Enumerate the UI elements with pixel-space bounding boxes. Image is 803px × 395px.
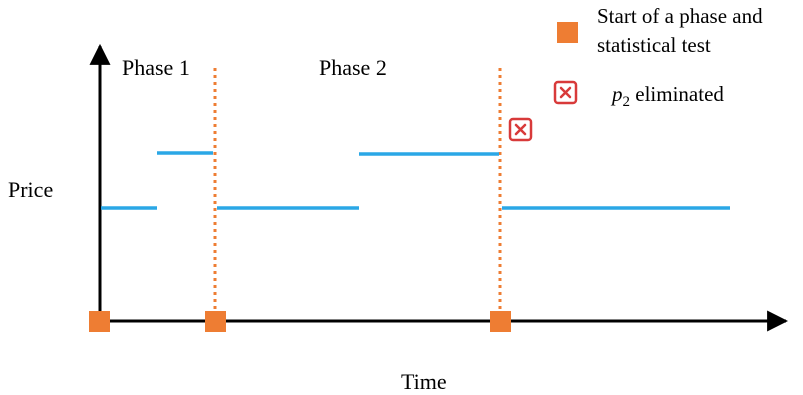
eliminated-text: eliminated bbox=[630, 82, 724, 106]
orange-square-icon bbox=[557, 22, 578, 43]
legend-start-line2: statistical test bbox=[597, 33, 711, 57]
phase-start-marker bbox=[490, 311, 511, 332]
price-segments bbox=[101, 151, 730, 210]
legend-eliminated: p2 eliminated bbox=[610, 82, 724, 110]
phase-start-marker bbox=[205, 311, 226, 332]
legend: Start of a phase and statistical test p2… bbox=[553, 4, 763, 110]
legend-start-line1: Start of a phase and bbox=[597, 4, 763, 28]
eliminated-x-icon bbox=[508, 117, 533, 142]
phase-2-label: Phase 2 bbox=[319, 55, 387, 80]
p-variable: p bbox=[610, 82, 623, 106]
y-axis-label: Price bbox=[8, 177, 53, 202]
phase-start-marker bbox=[89, 311, 110, 332]
red-boxed-x-icon bbox=[553, 80, 578, 105]
phase-1-label: Phase 1 bbox=[122, 55, 190, 80]
x-axis-label: Time bbox=[401, 369, 447, 394]
p-subscript: 2 bbox=[623, 94, 631, 110]
